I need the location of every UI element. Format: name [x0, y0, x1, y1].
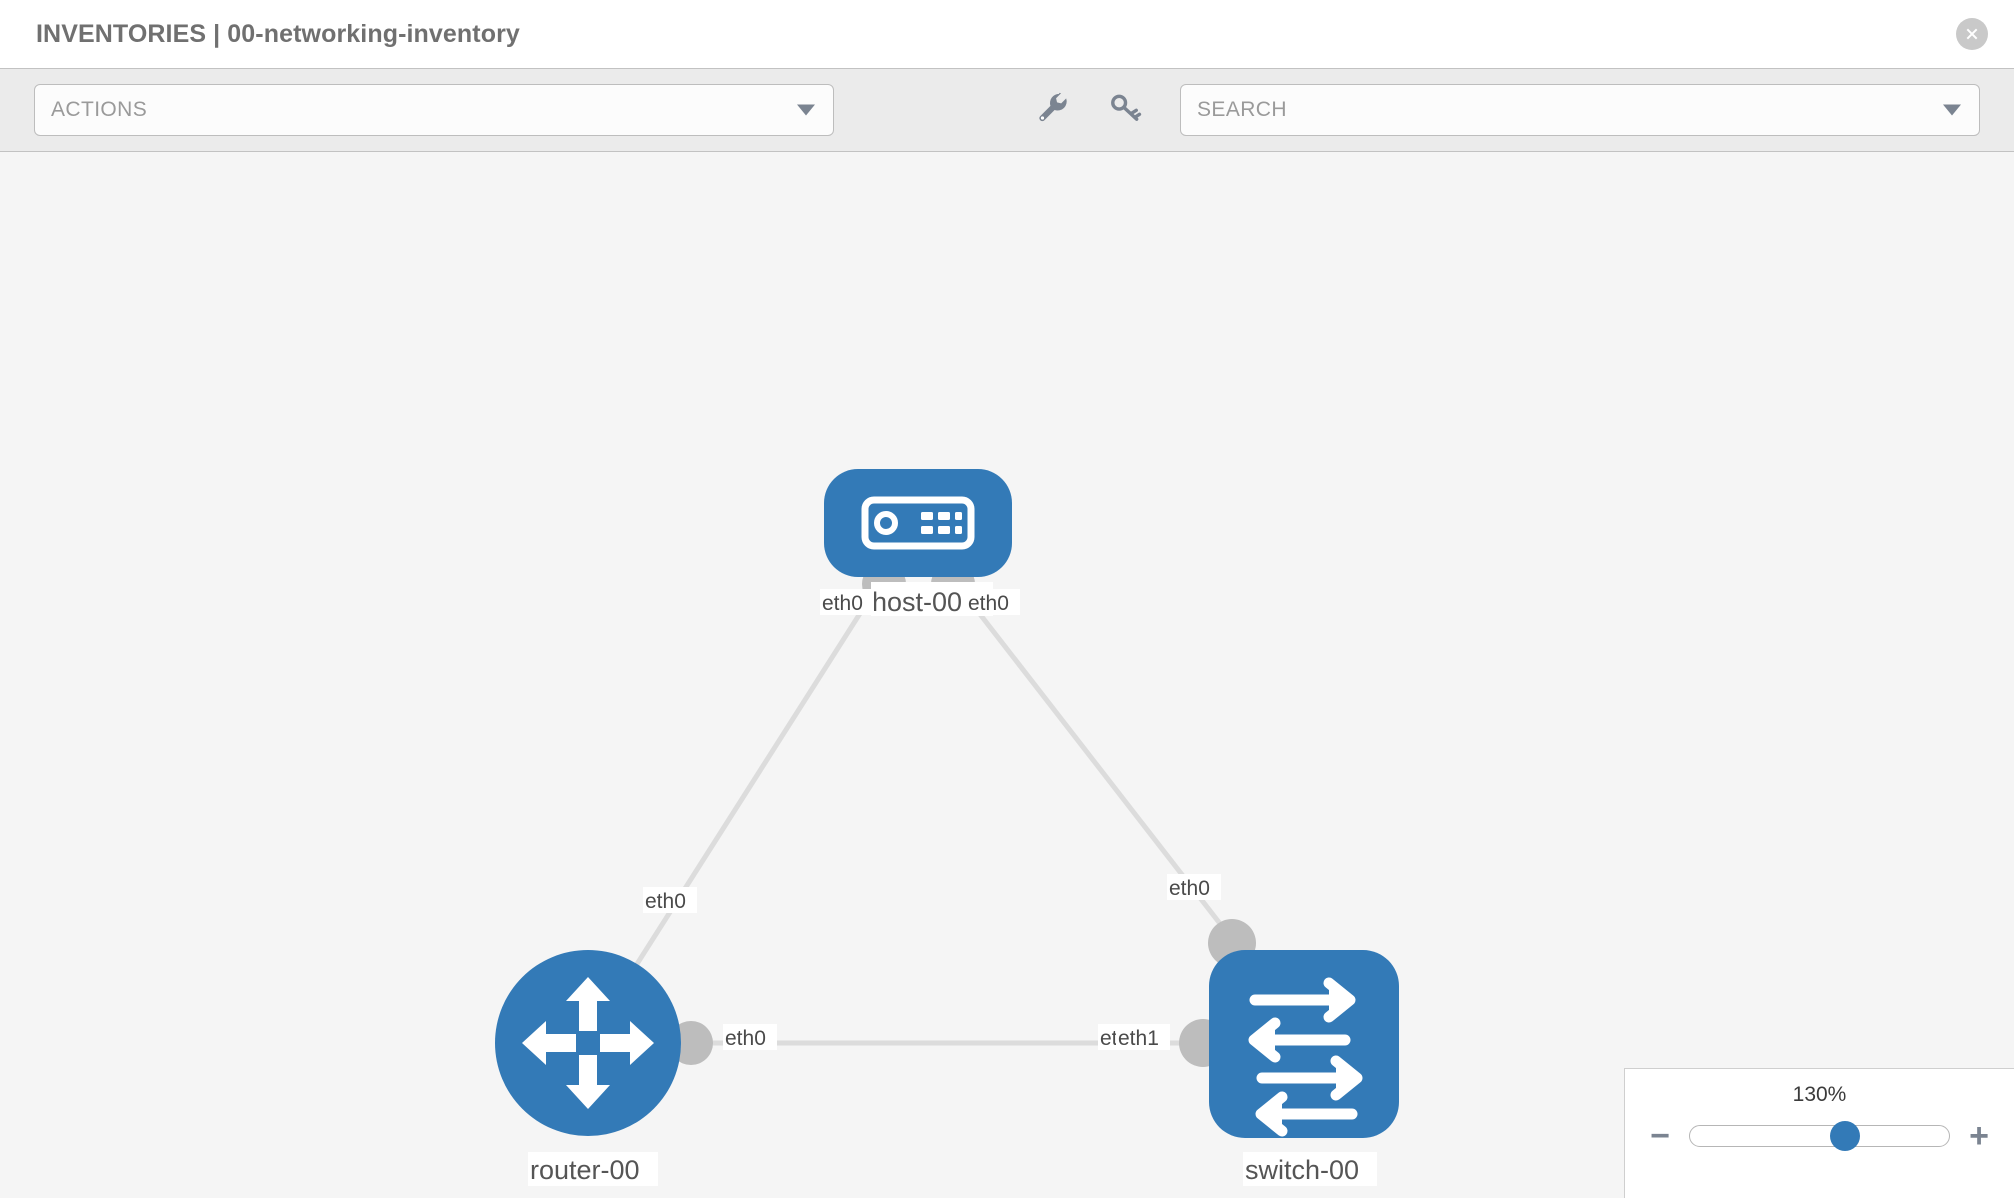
- zoom-slider-thumb[interactable]: [1830, 1121, 1861, 1151]
- zoom-level-value: 130%: [1792, 1083, 1847, 1106]
- toolbar-icon-group: [1036, 91, 1142, 130]
- interface-labels: eth0 eth0 eth0 eth0 eth0 eth0 eth1: [643, 589, 1221, 1050]
- node-host-00[interactable]: host-00: [824, 469, 1012, 617]
- close-icon: [1962, 24, 1982, 44]
- iface-label-host00-left: eth0: [822, 592, 863, 615]
- node-switch-00[interactable]: switch-00: [1209, 950, 1399, 1186]
- wrench-icon[interactable]: [1036, 91, 1070, 130]
- search-placeholder: SEARCH: [1197, 98, 1287, 121]
- iface-label-router00-up: eth0: [645, 890, 686, 913]
- iface-label-switch00-left: eth1: [1118, 1027, 1159, 1050]
- node-label-switch-00: switch-00: [1245, 1155, 1359, 1185]
- zoom-slider-row: − +: [1625, 1119, 2014, 1153]
- zoom-in-button[interactable]: +: [1969, 1117, 1989, 1155]
- toolbar: ACTIONS SEARCH: [0, 68, 2014, 152]
- node-router-00[interactable]: router-00: [495, 950, 681, 1186]
- zoom-slider-track[interactable]: [1689, 1121, 1950, 1151]
- chevron-down-icon: [1943, 104, 1961, 116]
- iface-label-switch00-up: eth0: [1169, 877, 1210, 900]
- topology-edges: [613, 580, 1244, 1046]
- edge-host00-router00[interactable]: [613, 580, 883, 999]
- iface-label-router00-right: eth0: [725, 1027, 766, 1050]
- close-button[interactable]: [1956, 18, 1988, 50]
- zoom-control-panel: 130% − +: [1624, 1068, 2014, 1198]
- page-title: INVENTORIES | 00-networking-inventory: [36, 19, 520, 48]
- chevron-down-icon: [797, 104, 815, 116]
- router00-shape[interactable]: [495, 950, 681, 1136]
- actions-dropdown[interactable]: ACTIONS: [34, 84, 834, 136]
- topology-canvas[interactable]: host-00 router-00: [0, 152, 2014, 1198]
- server-icon: [861, 496, 975, 550]
- router-arrows-icon: [522, 977, 654, 1109]
- host00-shape[interactable]: [824, 469, 1012, 577]
- iface-label-host00-right: eth0: [968, 592, 1009, 615]
- zoom-out-button[interactable]: −: [1650, 1117, 1670, 1155]
- key-icon[interactable]: [1108, 91, 1142, 130]
- topology-graph: host-00 router-00: [495, 469, 1399, 1186]
- page-header: INVENTORIES | 00-networking-inventory: [0, 0, 2014, 68]
- node-label-router-00: router-00: [530, 1155, 640, 1185]
- search-field[interactable]: SEARCH: [1180, 84, 1980, 136]
- switch-arrows-icon: [1248, 977, 1363, 1137]
- topology-ports: [669, 562, 1256, 1067]
- actions-dropdown-label: ACTIONS: [51, 98, 148, 121]
- node-label-host-00: host-00: [872, 587, 962, 617]
